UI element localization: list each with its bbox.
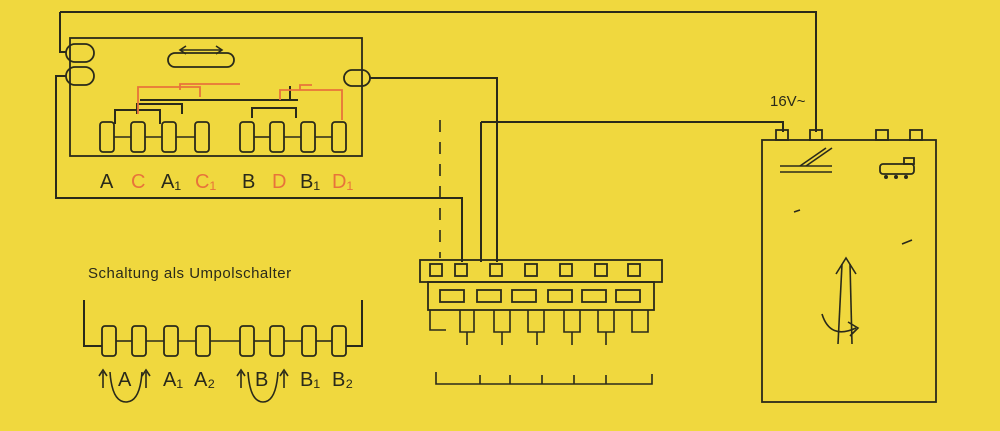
power-pack-outline bbox=[761, 139, 937, 403]
label-a1-bottom: A₁ bbox=[163, 369, 183, 391]
switch-box-outline bbox=[69, 37, 363, 157]
polarity-arrows bbox=[98, 368, 289, 403]
distribution-block bbox=[419, 259, 663, 385]
label-a-bottom: A bbox=[118, 369, 132, 391]
power-pack: 16V~ bbox=[761, 93, 937, 403]
label-c1: C₁ bbox=[195, 171, 216, 193]
contact-pins-bottom bbox=[101, 325, 347, 357]
label-b: B bbox=[242, 171, 255, 193]
double-arrow-icon bbox=[167, 45, 235, 68]
direction-arrow-icon bbox=[821, 256, 860, 345]
reversing-switch-schematic: Schaltung als Umpolschalter bbox=[83, 265, 363, 403]
contact-bus-bars bbox=[114, 86, 298, 124]
connecting-wires bbox=[55, 11, 817, 262]
top-switch-box: A C A₁ C₁ B D B₁ D₁ bbox=[65, 37, 371, 193]
contact-pins-top bbox=[99, 121, 347, 153]
label-b2-bottom: B₂ bbox=[332, 369, 353, 391]
label-d1: D₁ bbox=[332, 171, 353, 193]
contact-row bbox=[427, 281, 655, 311]
label-b-bottom: B bbox=[255, 369, 268, 391]
reversing-switch-title: Schaltung als Umpolschalter bbox=[88, 265, 292, 282]
label-a2-bottom: A₂ bbox=[194, 369, 215, 391]
contact-labels-top: A C A₁ C₁ B D B₁ D₁ bbox=[100, 171, 353, 193]
label-d: D bbox=[272, 171, 286, 193]
voltage-label: 16V~ bbox=[770, 93, 806, 110]
label-c: C bbox=[131, 171, 145, 193]
track-switch-icon bbox=[780, 147, 833, 173]
label-a: A bbox=[100, 171, 114, 193]
label-b1-bottom: B₁ bbox=[300, 369, 320, 391]
locomotive-icon bbox=[879, 157, 915, 179]
lamp-socket-right bbox=[343, 69, 371, 87]
label-b1: B₁ bbox=[300, 171, 320, 193]
label-a1: A₁ bbox=[161, 171, 181, 193]
contact-labels-bottom: A A₁ A₂ B B₁ B₂ bbox=[118, 369, 353, 391]
accent-bus-bars bbox=[137, 83, 343, 120]
